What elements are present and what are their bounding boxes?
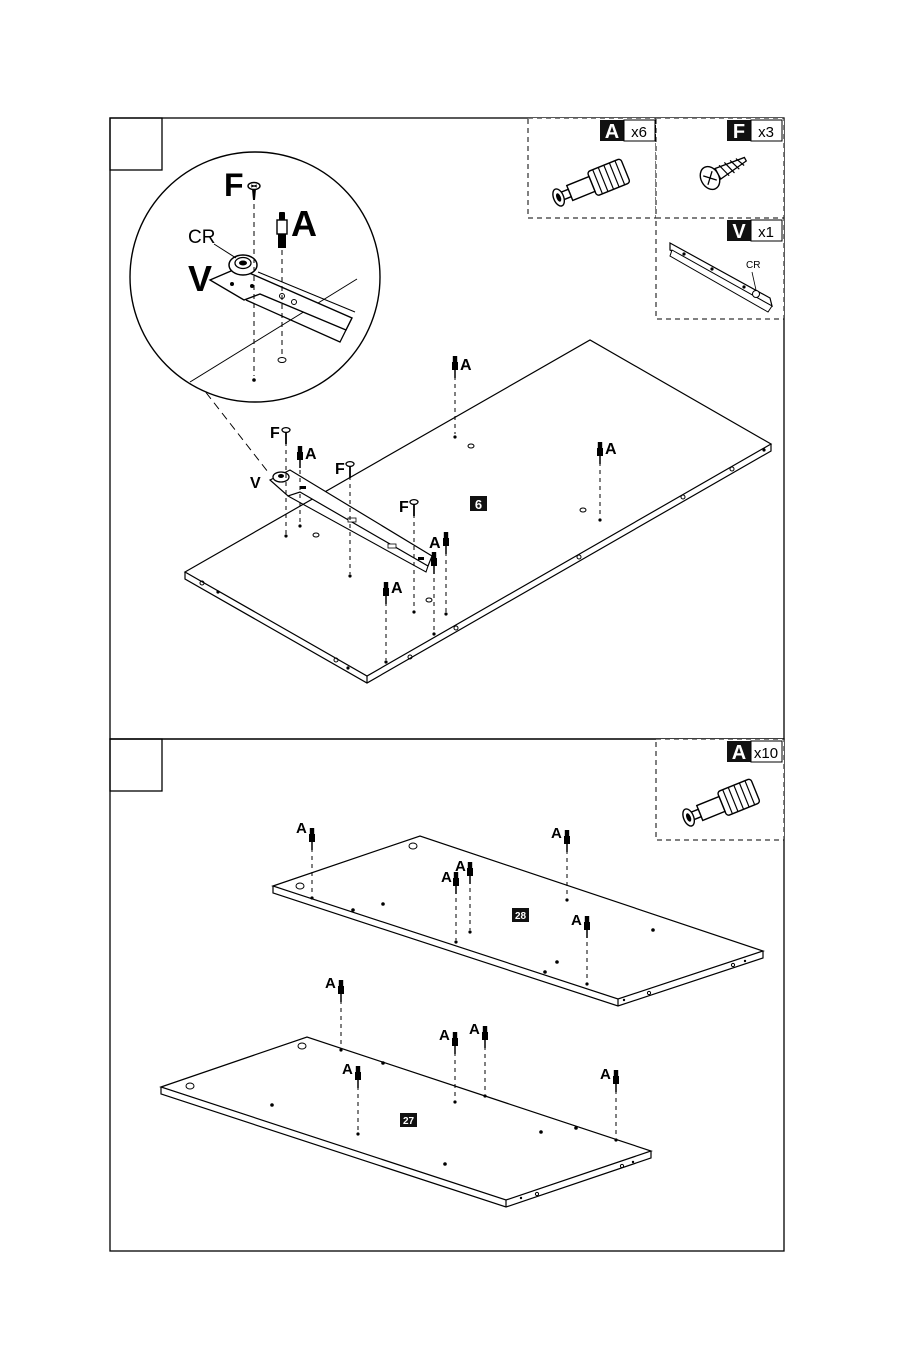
zoom-label-a: A: [291, 203, 317, 244]
panel-28-number: 28: [515, 911, 527, 922]
callout-a3: A: [305, 446, 317, 463]
callout-lower-a1: A: [325, 975, 336, 992]
part-f-letter: F: [733, 121, 745, 143]
callout-a4: A: [429, 535, 441, 552]
panel-28: 28 A A A A A: [273, 820, 763, 1006]
callout-upper-a2: A: [551, 825, 562, 842]
callout-a2: A: [605, 441, 617, 458]
step-1: A x6 F x3: [110, 118, 784, 739]
step-1-number-box: [110, 118, 162, 170]
part-v-letter: V: [732, 221, 746, 243]
part-a-qty: x6: [631, 124, 647, 141]
parts-legend: A x6 F x3: [528, 118, 784, 319]
callout-upper-a5: A: [571, 912, 582, 929]
part-v-sub-label: CR: [746, 260, 760, 271]
part-v-qty: x1: [758, 224, 774, 241]
callout-lower-a5: A: [600, 1066, 611, 1083]
part-a-letter-step-2: A: [732, 742, 746, 764]
callout-upper-a4: A: [441, 869, 452, 886]
panel-6-number: 6: [475, 497, 482, 512]
zoom-detail: F A CR V: [130, 152, 380, 472]
callout-v: V: [250, 475, 261, 492]
callout-a5: A: [391, 580, 403, 597]
panel-27-number: 27: [403, 1116, 415, 1127]
callout-lower-a4: A: [342, 1061, 353, 1078]
parts-legend-step-2: A x10: [656, 739, 784, 840]
part-f-qty: x3: [758, 124, 774, 141]
callout-lower-a2: A: [439, 1027, 450, 1044]
zoom-label-cr: CR: [188, 227, 215, 248]
step-2-number-box: [110, 739, 162, 791]
callout-lower-a3: A: [469, 1021, 480, 1038]
zoom-label-v: V: [188, 258, 212, 299]
callout-a1: A: [460, 357, 472, 374]
callout-upper-a3: A: [455, 858, 466, 875]
callout-f2: F: [335, 461, 345, 478]
part-a-qty-step-2: x10: [754, 745, 778, 762]
zoom-label-f: F: [224, 167, 244, 203]
callout-f1: F: [270, 425, 280, 442]
callout-upper-a1: A: [296, 820, 307, 837]
part-a-letter: A: [605, 121, 619, 143]
step-2: A x10: [110, 739, 784, 1251]
panel-27: 27 A A A A A: [161, 975, 651, 1207]
callout-f3: F: [399, 499, 409, 516]
